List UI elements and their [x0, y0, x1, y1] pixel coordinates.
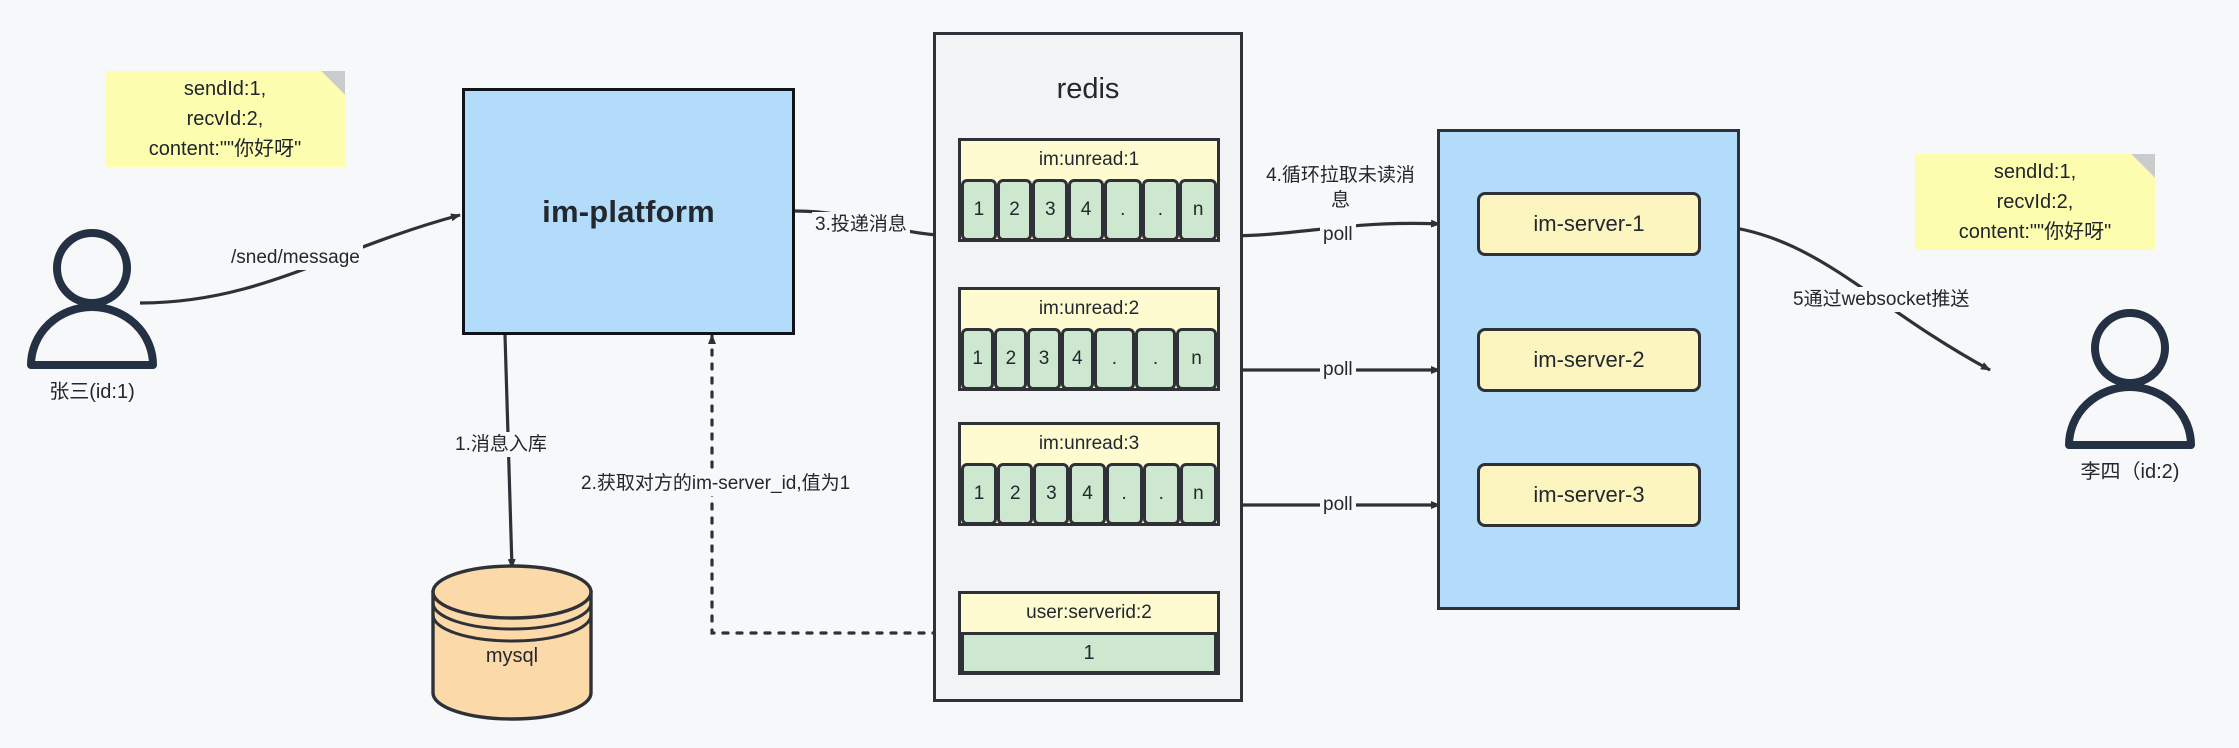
- redis-cell[interactable]: 1: [961, 179, 997, 241]
- note-fold-icon: [321, 71, 345, 95]
- redis-cell[interactable]: 2: [994, 328, 1028, 390]
- sticky-note-left: sendId:1, recvId:2, content:""你好呀": [105, 71, 345, 167]
- sender-label: 张三(id:1): [49, 381, 135, 403]
- redis-group-im-unread-1[interactable]: im:unread:1 1 2 3 4 . . n: [958, 138, 1220, 242]
- im-platform-label: im-platform: [542, 193, 715, 229]
- redis-cell[interactable]: 2: [997, 463, 1034, 525]
- redis-cell[interactable]: 3: [1032, 179, 1069, 241]
- note-right-line-2: recvId:2,: [1996, 191, 2074, 213]
- redis-cells-3: 1 2 3 4 . . n: [961, 463, 1217, 525]
- redis-cell[interactable]: 4: [1060, 328, 1094, 390]
- note-fold-icon-right: [2131, 154, 2155, 178]
- redis-cell[interactable]: 3: [1033, 463, 1070, 525]
- note-right-line-1: sendId:1,: [1993, 161, 2077, 183]
- im-server-1-box[interactable]: im-server-1: [1477, 192, 1701, 256]
- edge-label-step4: 4.循环拉取未读消息: [1255, 163, 1426, 213]
- redis-key-label-2: im:unread:2: [961, 290, 1217, 328]
- redis-cell[interactable]: n: [1175, 328, 1217, 390]
- edge-label-step1: 1.消息入库: [452, 432, 550, 457]
- sender-figure: [27, 229, 157, 369]
- redis-cell[interactable]: .: [1105, 463, 1143, 525]
- redis-cell[interactable]: 1: [961, 328, 995, 390]
- redis-cell[interactable]: 4: [1068, 179, 1104, 241]
- note-left-line-3: content:""你好呀": [148, 138, 302, 160]
- redis-key-label-3: im:unread:3: [961, 425, 1217, 463]
- edge-label-poll-1: poll: [1320, 222, 1356, 247]
- redis-key-label-1: im:unread:1: [961, 141, 1217, 179]
- note-left-line-1: sendId:1,: [183, 78, 267, 100]
- redis-group-im-unread-3[interactable]: im:unread:3 1 2 3 4 . . n: [958, 422, 1220, 526]
- edge-label-send-message: /sned/message: [228, 245, 363, 270]
- edge-label-step5: 5通过websocket推送: [1790, 287, 1973, 312]
- edge-label-step2: 2.获取对方的im-server_id,值为1: [578, 471, 854, 496]
- edge-step2: [708, 333, 954, 635]
- redis-cell[interactable]: 2: [996, 179, 1033, 241]
- redis-cell[interactable]: 3: [1027, 328, 1061, 390]
- redis-group-im-unread-2[interactable]: im:unread:2 1 2 3 4 . . n: [958, 287, 1220, 391]
- redis-cells-1: 1 2 3 4 . . n: [961, 179, 1217, 241]
- edge-label-poll-3: poll: [1320, 492, 1356, 517]
- receiver-figure: [2065, 309, 2195, 449]
- redis-cell[interactable]: .: [1093, 328, 1135, 390]
- redis-cell[interactable]: .: [1134, 328, 1176, 390]
- mysql-label: mysql: [485, 645, 539, 667]
- note-left-line-2: recvId:2,: [186, 108, 264, 130]
- redis-serverid-value[interactable]: 1: [961, 632, 1217, 674]
- redis-cell[interactable]: n: [1179, 463, 1217, 525]
- mysql-cylinder: [431, 564, 593, 721]
- redis-cell[interactable]: .: [1141, 179, 1180, 241]
- im-server-2-box[interactable]: im-server-2: [1477, 328, 1701, 392]
- redis-title: redis: [1056, 73, 1120, 105]
- im-server-3-label: im-server-3: [1533, 482, 1645, 507]
- edge-send-message: [139, 213, 461, 305]
- im-server-2-label: im-server-2: [1533, 347, 1645, 372]
- redis-serverid-key-label: user:serverid:2: [961, 594, 1217, 632]
- redis-cells-2: 1 2 3 4 . . n: [961, 328, 1217, 390]
- redis-cell[interactable]: .: [1103, 179, 1142, 241]
- note-right-line-3: content:""你好呀": [1958, 221, 2112, 243]
- redis-cell[interactable]: .: [1142, 463, 1180, 525]
- receiver-label: 李四（id:2): [2080, 461, 2180, 483]
- redis-group-user-serverid[interactable]: user:serverid:2 1: [958, 591, 1220, 675]
- edge-label-poll-2: poll: [1320, 357, 1356, 382]
- sticky-note-right: sendId:1, recvId:2, content:""你好呀": [1915, 154, 2155, 250]
- im-server-1-label: im-server-1: [1533, 211, 1645, 236]
- im-platform-box[interactable]: im-platform: [462, 88, 795, 335]
- edge-label-step3: 3.投递消息: [812, 212, 910, 237]
- im-server-3-box[interactable]: im-server-3: [1477, 463, 1701, 527]
- redis-cell[interactable]: n: [1179, 179, 1217, 241]
- redis-cell[interactable]: 1: [961, 463, 998, 525]
- redis-cell[interactable]: 4: [1069, 463, 1106, 525]
